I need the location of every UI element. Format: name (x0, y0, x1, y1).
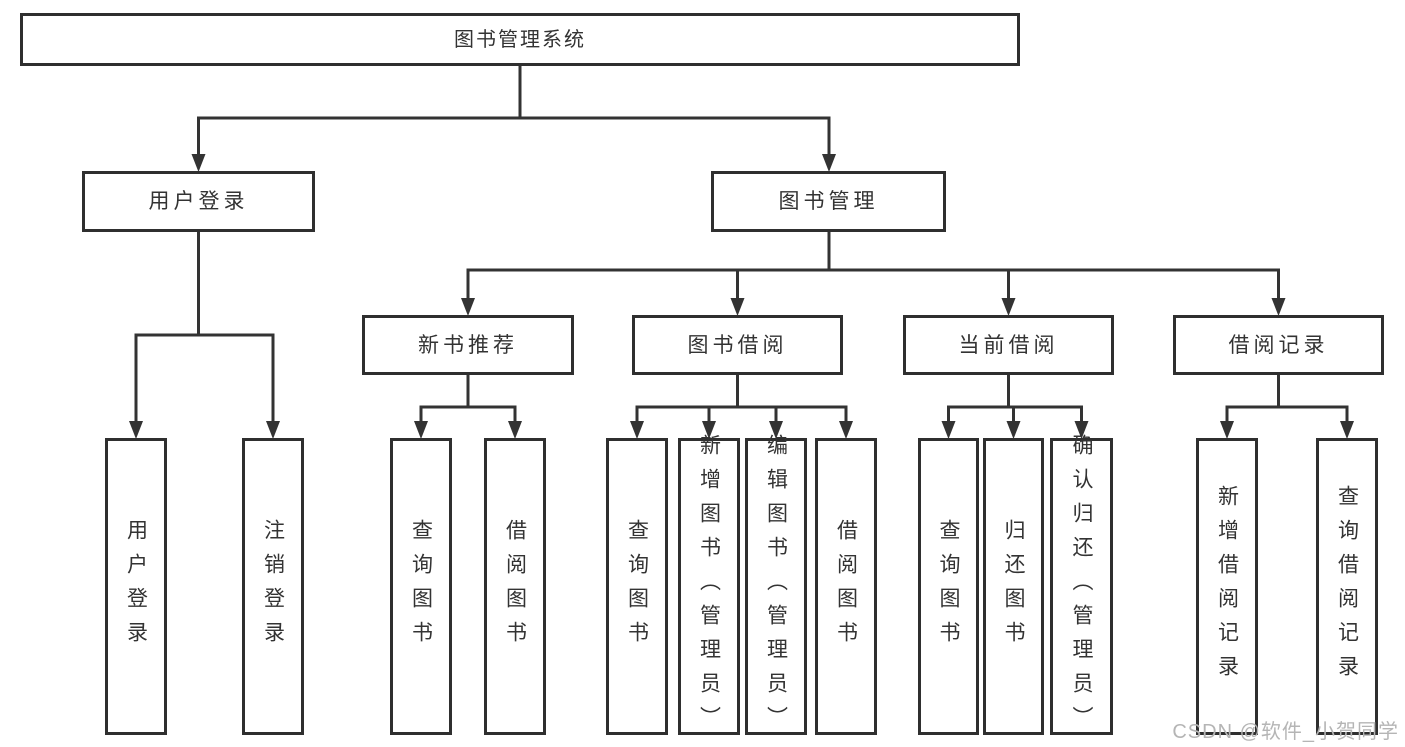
leaf-add-book-admin: 新增图书（管理员） (678, 434, 740, 740)
leaf-logout: 注销登录 (242, 438, 304, 735)
leaf-label: 新增借阅记录 (1215, 484, 1239, 689)
leaf-user-login: 用户登录 (105, 438, 167, 735)
csdn-watermark: CSDN @软件_小贺同学 (1172, 721, 1399, 743)
leaf-query-books-borrow: 查询图书 (606, 438, 668, 735)
leaf-query-borrow-record: 查询借阅记录 (1316, 438, 1378, 735)
leaf-label: 查询借阅记录 (1335, 484, 1359, 689)
node-system-root: 图书管理系统 (20, 13, 1020, 66)
node-user-login: 用户登录 (82, 171, 315, 232)
leaf-label: 借阅图书 (834, 518, 858, 655)
leaf-query-books-current: 查询图书 (918, 438, 979, 735)
node-new-book-recommend: 新书推荐 (362, 315, 574, 375)
node-book-borrow: 图书借阅 (632, 315, 843, 375)
leaf-label: 借阅图书 (503, 518, 527, 655)
leaf-label: 查询图书 (937, 518, 960, 655)
leaf-label: 新增图书（管理员） (697, 433, 721, 740)
leaf-label: 归还图书 (1002, 518, 1025, 655)
leaf-add-borrow-record: 新增借阅记录 (1196, 438, 1258, 735)
leaf-return-book: 归还图书 (983, 438, 1044, 735)
node-borrow-records: 借阅记录 (1173, 315, 1384, 375)
leaf-confirm-return-admin: 确认归还（管理员） (1050, 434, 1113, 740)
leaf-label: 用户登录 (124, 518, 148, 655)
node-current-borrow: 当前借阅 (903, 315, 1114, 375)
leaf-label: 确认归还（管理员） (1070, 433, 1093, 740)
leaf-edit-book-admin: 编辑图书（管理员） (745, 434, 807, 740)
leaf-borrow-books-recommend: 借阅图书 (484, 438, 546, 735)
leaf-query-books-recommend: 查询图书 (390, 438, 452, 735)
leaf-label: 查询图书 (409, 518, 433, 655)
leaf-label: 编辑图书（管理员） (764, 433, 788, 740)
leaf-borrow-books: 借阅图书 (815, 438, 877, 735)
leaf-label: 查询图书 (625, 518, 649, 655)
leaf-label: 注销登录 (261, 518, 285, 655)
node-book-management: 图书管理 (711, 171, 946, 232)
